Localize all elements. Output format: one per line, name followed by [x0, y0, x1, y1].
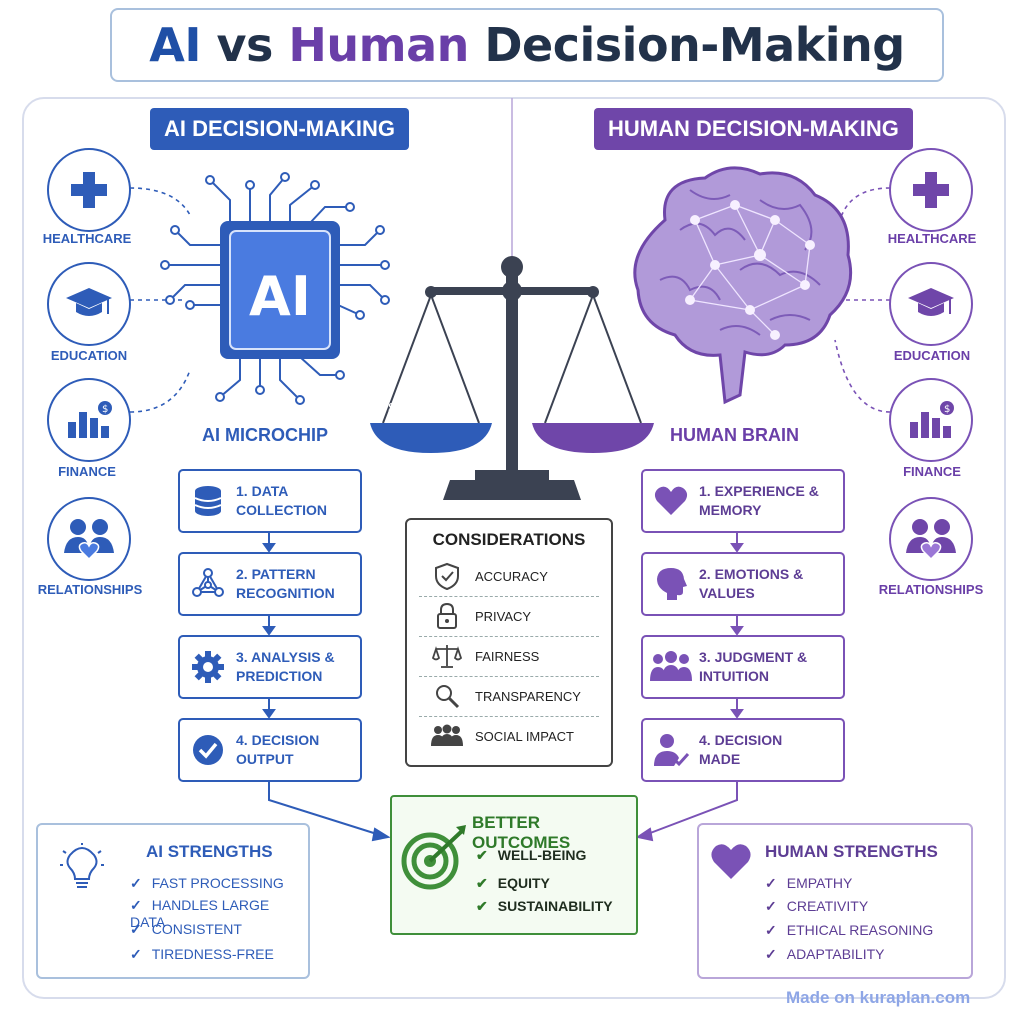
healthcare-circle — [47, 148, 131, 232]
outcomes-title: BETTER OUTCOMES — [472, 813, 571, 852]
page-title: AI vs Human Decision-Making — [149, 18, 905, 72]
chip-text: AI — [249, 265, 311, 328]
ai-microchip-icon: AI — [160, 172, 390, 405]
outcome-item: ✔SUSTAINABILITY — [476, 898, 613, 914]
people-heart-icon — [64, 519, 114, 561]
ai-domain-label: FINANCE — [58, 464, 116, 479]
human-strength-item: ✓EMPATHY — [765, 875, 853, 891]
ai-step-pattern-recognition: 2. PATTERN RECOGNITION — [178, 552, 362, 616]
heart-icon — [654, 486, 688, 515]
consideration-row: ACCURACY — [419, 556, 599, 597]
finance-chart-icon: $ — [910, 401, 954, 438]
human-strengths-box: HUMAN STRENGTHS ✓EMPATHY ✓CREATIVITY ✓ET… — [697, 823, 973, 979]
footer-credit: Made on kuraplan.com — [786, 988, 971, 1007]
considerations-box: CONSIDERATIONS ACCURACY PRIVACY FAIRNESS… — [405, 518, 613, 767]
balance-scale-icon — [370, 256, 654, 500]
finance-circle: $ — [889, 378, 973, 462]
ai-domain-label: RELATIONSHIPS — [37, 582, 143, 597]
heart-icon — [711, 844, 751, 879]
database-icon — [194, 486, 222, 516]
people-heart-icon — [906, 519, 956, 561]
title-box: AI vs Human Decision-Making — [110, 8, 944, 82]
ai-strength-item: ✓FAST PROCESSING — [130, 875, 284, 891]
ai-strengths-box: AI STRENGTHS ✓FAST PROCESSING ✓HANDLES L… — [36, 823, 310, 979]
consideration-row: PRIVACY — [419, 596, 599, 637]
finance-chart-icon: $ — [68, 401, 112, 438]
shield-check-icon — [435, 562, 459, 590]
ai-step-data-collection: 1. DATA COLLECTION — [178, 469, 362, 533]
lightbulb-icon — [60, 843, 104, 888]
person-check-icon — [654, 734, 690, 767]
right-bowl-label: HUMAN STRENGTHS — [552, 383, 634, 415]
relationships-circle — [889, 497, 973, 581]
human-domain-label: RELATIONSHIPS — [878, 582, 984, 597]
human-step-emotions-values: 2. EMOTIONS & VALUES — [641, 552, 845, 616]
ai-microchip-label: AI MICROCHIP — [202, 425, 328, 445]
human-strength-item: ✓ETHICAL REASONING — [765, 922, 934, 938]
consideration-row: TRANSPARENCY — [419, 676, 599, 717]
considerations-title: CONSIDERATIONS — [432, 530, 586, 549]
ai-strength-item: ✓CONSISTENT — [130, 921, 242, 937]
human-brain-icon — [633, 166, 853, 405]
healthcare-circle — [889, 148, 973, 232]
human-step-decision-made: 4. DECISION MADE — [641, 718, 845, 782]
checkmark-circle-icon — [193, 735, 223, 765]
svg-text:$: $ — [102, 404, 108, 415]
target-arrow-icon — [401, 825, 466, 890]
human-domain-label: EDUCATION — [893, 348, 971, 363]
community-icon — [431, 724, 463, 746]
magnifier-icon — [436, 685, 460, 709]
better-outcomes-box: BETTER OUTCOMES ✔WELL-BEING ✔EQUITY ✔SUS… — [390, 795, 638, 935]
group-people-icon — [650, 651, 692, 681]
graduation-cap-icon — [66, 288, 112, 316]
ai-strengths-title: AI STRENGTHS — [146, 842, 273, 861]
ai-domain-label: EDUCATION — [50, 348, 128, 363]
human-domain-label: FINANCE — [903, 464, 961, 479]
padlock-icon — [437, 602, 457, 629]
human-strength-item: ✓CREATIVITY — [765, 898, 869, 914]
ai-section-header: AI DECISION-MAKING — [150, 108, 409, 150]
gear-icon — [192, 651, 224, 683]
human-domain-label: HEALTHCARE — [887, 231, 977, 246]
ai-strength-item: ✓TIREDNESS-FREE — [130, 946, 274, 962]
svg-text:$: $ — [944, 404, 950, 415]
human-strengths-title: HUMAN STRENGTHS — [765, 842, 938, 861]
consideration-row: SOCIAL IMPACT — [419, 716, 599, 756]
outcome-item: ✔EQUITY — [476, 875, 550, 891]
scales-icon — [432, 645, 462, 668]
education-circle — [47, 262, 131, 346]
medical-cross-icon — [71, 172, 107, 208]
head-profile-icon — [657, 568, 687, 600]
human-strength-item: ✓ADAPTABILITY — [765, 946, 885, 962]
human-step-judgment-intuition: 3. JUDGMENT & INTUITION — [641, 635, 845, 699]
human-step-experience-memory: 1. EXPERIENCE & MEMORY — [641, 469, 845, 533]
ai-step-analysis-prediction: 3. ANALYSIS & PREDICTION — [178, 635, 362, 699]
ai-strength-item: ✓HANDLES LARGE DATA — [130, 897, 270, 930]
education-circle — [889, 262, 973, 346]
network-nodes-icon — [192, 568, 224, 597]
finance-circle: $ — [47, 378, 131, 462]
human-brain-label: HUMAN BRAIN — [670, 425, 799, 445]
relationships-circle — [47, 497, 131, 581]
human-section-header: HUMAN DECISION-MAKING — [594, 108, 913, 150]
medical-cross-icon — [913, 172, 949, 208]
ai-step-decision-output: 4. DECISION OUTPUT — [178, 718, 362, 782]
left-bowl-label: AI STRENGTHS — [387, 383, 469, 415]
outcome-item: ✔WELL-BEING — [476, 847, 587, 863]
graduation-cap-icon — [908, 288, 954, 316]
ai-domain-label: HEALTHCARE — [42, 231, 132, 246]
consideration-row: FAIRNESS — [419, 636, 599, 677]
